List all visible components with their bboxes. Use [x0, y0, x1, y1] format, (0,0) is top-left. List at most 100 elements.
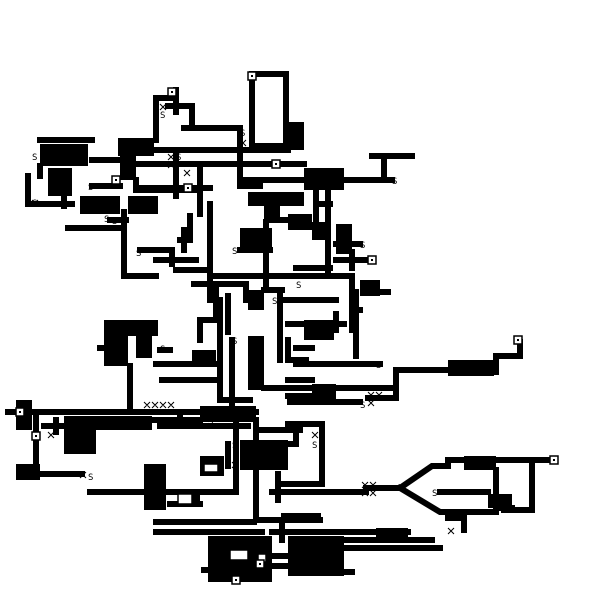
outline-node	[177, 493, 193, 505]
endpoint-marker	[549, 455, 559, 465]
crosshatch-marker	[367, 391, 383, 407]
corridor	[249, 71, 289, 149]
crosshatch-marker	[79, 471, 87, 479]
corridor	[493, 339, 523, 375]
corridor	[349, 289, 391, 359]
crosshatch-marker	[361, 481, 377, 497]
block	[128, 196, 158, 214]
crosshatch-marker	[303, 567, 311, 575]
block	[248, 192, 304, 206]
corridor	[269, 471, 369, 503]
s-marker: S	[32, 153, 37, 163]
corridor	[285, 311, 347, 363]
s-marker: S	[432, 489, 437, 499]
s-marker: S	[232, 247, 237, 257]
corridor	[61, 157, 123, 209]
block	[128, 320, 158, 336]
endpoint-marker	[513, 335, 523, 345]
block	[248, 336, 264, 390]
block	[288, 536, 344, 576]
endpoint-marker	[367, 255, 377, 265]
s-marker: S	[272, 297, 277, 307]
outline-node	[229, 549, 249, 561]
outline-node	[203, 463, 219, 473]
block	[288, 214, 312, 230]
s-marker: S	[176, 153, 181, 163]
s-marker: S	[112, 217, 117, 227]
crosshatch-marker	[31, 199, 39, 207]
block	[104, 320, 128, 366]
corridor	[191, 281, 249, 343]
block	[144, 464, 166, 510]
crosshatch-marker	[167, 153, 175, 169]
block	[136, 336, 152, 358]
crosshatch-marker	[183, 169, 191, 177]
corridor	[173, 151, 203, 217]
block	[312, 222, 328, 240]
s-marker: S	[256, 177, 261, 187]
block	[288, 122, 304, 150]
corridor-lines	[5, 71, 555, 575]
crosshatch-markers	[31, 103, 455, 575]
crosshatch-marker	[447, 527, 455, 535]
corridor	[217, 297, 253, 411]
crosshatch-marker	[239, 139, 247, 147]
s-marker: S	[168, 417, 173, 427]
s-marker: S	[88, 183, 93, 193]
block	[360, 280, 380, 296]
corridor	[5, 409, 259, 475]
corridor	[333, 241, 375, 271]
solid-blocks	[16, 122, 512, 582]
s-marker: S	[352, 289, 357, 299]
crosshatch-marker	[143, 401, 175, 409]
corridor	[341, 153, 415, 183]
corridor	[153, 513, 321, 543]
s-marker: S	[240, 129, 245, 139]
s-marker: S	[160, 345, 165, 355]
corridor	[261, 287, 339, 363]
s-marker: S	[88, 473, 93, 483]
corridor	[201, 553, 355, 575]
block	[96, 416, 152, 430]
block	[80, 196, 120, 214]
s-marker: S	[160, 111, 165, 121]
corridor	[97, 345, 223, 413]
s-marker: S	[392, 177, 397, 187]
s-marker: S	[312, 441, 317, 451]
block	[40, 144, 88, 166]
corridor	[133, 147, 243, 193]
block	[304, 168, 344, 190]
s-marker: S	[232, 337, 237, 347]
endpoint-marker	[111, 175, 121, 185]
corridor	[269, 529, 443, 551]
s-marker: S	[104, 215, 109, 225]
endpoint-marker	[255, 559, 265, 569]
s-marker: S	[232, 441, 237, 451]
s-marker: S	[376, 361, 381, 371]
endpoint-marker	[183, 183, 193, 193]
crosshatch-marker	[311, 431, 319, 439]
s-marker: S	[360, 241, 365, 251]
endpoint-markers	[15, 71, 559, 585]
corridor	[437, 457, 535, 533]
corridor	[65, 209, 159, 279]
endpoint-marker	[15, 407, 25, 417]
endpoint-marker	[231, 575, 241, 585]
s-markers: S S S S S S S S S S S S S S S S S S S S …	[32, 111, 437, 499]
crosshatch-marker	[231, 461, 239, 469]
block	[48, 168, 72, 196]
block	[448, 360, 494, 376]
s-marker: S	[360, 401, 365, 411]
endpoint-marker	[167, 87, 177, 97]
corridor	[285, 377, 399, 405]
s-marker: S	[160, 473, 165, 483]
crosshatch-marker	[47, 431, 55, 439]
corridor	[25, 137, 95, 207]
endpoint-marker	[247, 71, 257, 81]
s-marker: S	[32, 199, 37, 209]
block	[120, 156, 136, 180]
corridor	[277, 421, 325, 487]
block	[248, 290, 264, 310]
